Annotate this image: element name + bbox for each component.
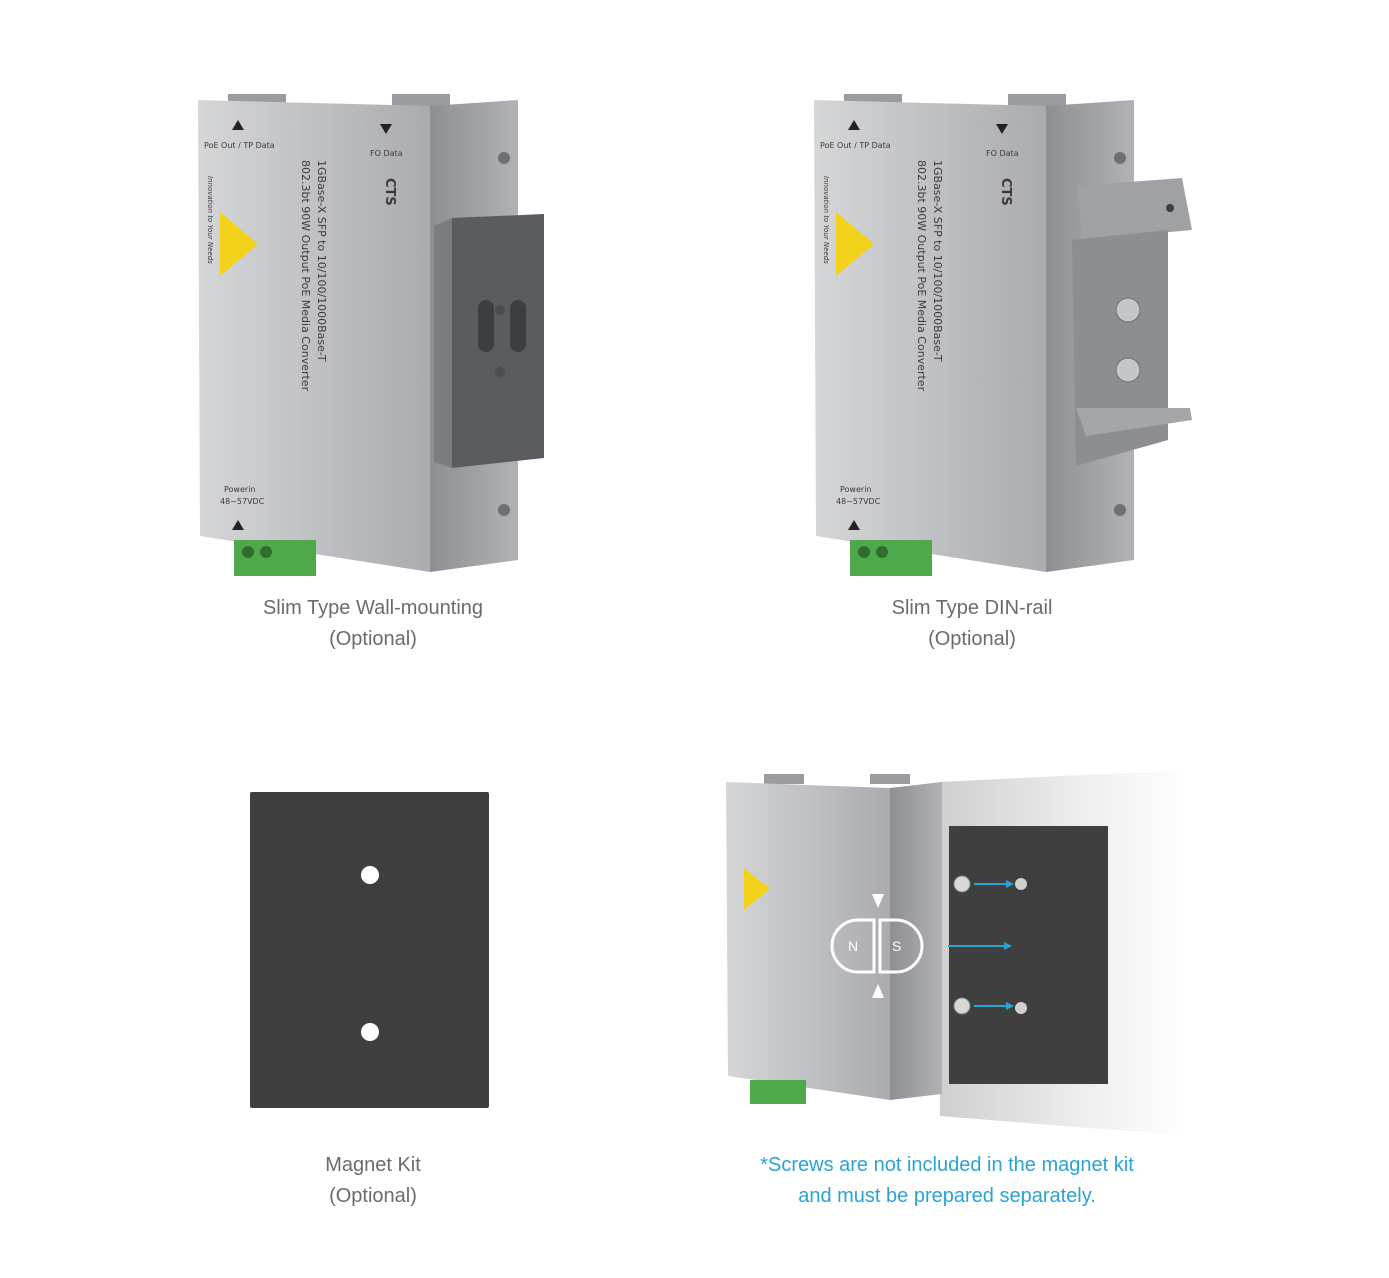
din-rail-clip <box>1072 178 1192 466</box>
screws-note: *Screws are not included in the magnet k… <box>740 1150 1154 1212</box>
model-line-1: 1GBase-X SFP to 10/100/1000Base-T <box>931 160 944 362</box>
port-label-right: FO Data <box>370 149 403 158</box>
power-label: Powerin <box>224 485 255 494</box>
plate-hole-top <box>361 866 379 884</box>
plate-hole-bottom <box>361 1023 379 1041</box>
attach-arrow-icon <box>948 942 1012 950</box>
din-rail-caption: Slim Type DIN-rail (Optional) <box>800 593 1144 655</box>
port-label-left: PoE Out / TP Data <box>204 141 275 150</box>
magnet-kit-optional: (Optional) <box>329 1185 417 1207</box>
warning-label-icon <box>836 212 874 276</box>
screw-bottom-icon <box>953 997 1014 1015</box>
tagline: Innovation to Your Needs <box>822 176 830 264</box>
warning-label-icon <box>744 868 770 910</box>
power-label: Powerin <box>840 485 871 494</box>
magnet-kit-title: Magnet Kit <box>325 1154 421 1176</box>
brand-logo: CTS <box>998 178 1013 206</box>
model-line-1: 1GBase-X SFP to 10/100/1000Base-T <box>315 160 328 362</box>
magnet-kit-caption: Magnet Kit (Optional) <box>200 1150 546 1212</box>
magnet-icon: N S <box>830 894 924 998</box>
screw-top-icon <box>953 875 1014 893</box>
wall-mount-device-image: PoE Out / TP Data FO Data Powerin 48~57V… <box>198 94 544 576</box>
wall-mount-bracket <box>452 214 544 468</box>
din-rail-title: Slim Type DIN-rail <box>891 597 1053 619</box>
wall-magnet-plate <box>949 826 1108 1084</box>
wall-mount-optional: (Optional) <box>329 628 417 650</box>
model-line-2: 802.3bt 90W Output PoE Media Converter <box>299 160 312 392</box>
din-rail-optional: (Optional) <box>928 628 1016 650</box>
wall-mount-panel: PoE Out / TP Data FO Data Powerin 48~57V… <box>190 90 550 580</box>
tagline: Innovation to Your Needs <box>206 176 214 264</box>
wall-mount-caption: Slim Type Wall-mounting (Optional) <box>200 593 546 655</box>
din-rail-panel: PoE Out / TP Data FO Data Powerin 48~57V… <box>806 90 1206 580</box>
din-rail-device-image: PoE Out / TP Data FO Data Powerin 48~57V… <box>814 94 1192 576</box>
screws-note-line-1: *Screws are not included in the magnet k… <box>760 1154 1134 1176</box>
screws-note-line-2: and must be prepared separately. <box>798 1185 1096 1207</box>
warning-label-icon <box>220 212 258 276</box>
model-line-2: 802.3bt 90W Output PoE Media Converter <box>915 160 928 392</box>
magnet-plate <box>250 792 489 1108</box>
brand-logo: CTS <box>382 178 397 206</box>
port-label-left: PoE Out / TP Data <box>820 141 891 150</box>
wall-mount-title: Slim Type Wall-mounting <box>262 597 484 619</box>
power-range: 48~57VDC <box>836 497 881 506</box>
power-range: 48~57VDC <box>220 497 265 506</box>
magnet-south-label: S <box>892 938 901 954</box>
magnet-north-label: N <box>848 938 858 954</box>
port-label-right: FO Data <box>986 149 1019 158</box>
magnet-install-illustration: N S <box>724 768 1194 1140</box>
